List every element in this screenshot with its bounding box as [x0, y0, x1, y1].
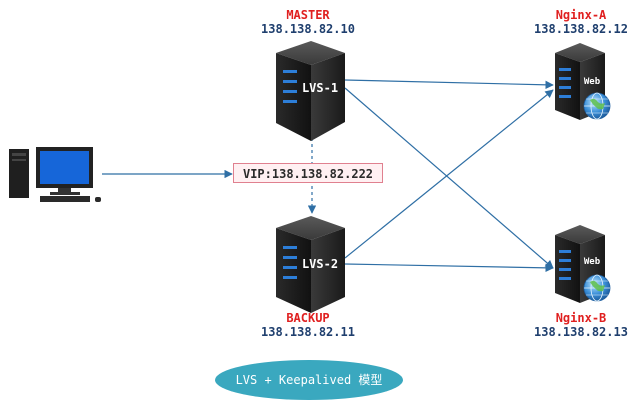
lvs2-to-nginx-a-arrow	[344, 89, 554, 259]
backup-ip-label: 138.138.82.11	[261, 325, 355, 339]
lvs1-server-icon	[276, 41, 345, 141]
master-role-label: MASTER	[286, 8, 330, 22]
backup-role-label: BACKUP	[286, 311, 330, 325]
lvs2-name: LVS-2	[302, 257, 338, 271]
nginx-a-ip-label: 138.138.82.12	[534, 22, 628, 36]
nginx-b-ip-label: 138.138.82.13	[534, 325, 628, 339]
lvs2-server-icon	[276, 216, 345, 313]
desktop-computer-icon	[9, 147, 101, 202]
globe-icon	[583, 92, 611, 120]
nginx-b-web-label: Web	[584, 257, 601, 267]
globe-icon	[583, 274, 611, 302]
lvs2-to-nginx-b-arrow	[344, 263, 554, 273]
nginx-b-role-label: Nginx-B	[555, 311, 607, 325]
lvs1-to-nginx-a-arrow	[344, 79, 554, 90]
lvs1-name: LVS-1	[302, 81, 338, 95]
nginx-a-role-label: Nginx-A	[555, 8, 607, 22]
lvs1-to-nginx-b-arrow	[344, 87, 554, 269]
master-ip-label: 138.138.82.10	[261, 22, 355, 36]
diagram-title: LVS + Keepalived 模型	[215, 360, 403, 400]
vip-box: VIP:138.138.82.222	[233, 163, 383, 183]
nginx-a-web-label: Web	[584, 77, 601, 87]
